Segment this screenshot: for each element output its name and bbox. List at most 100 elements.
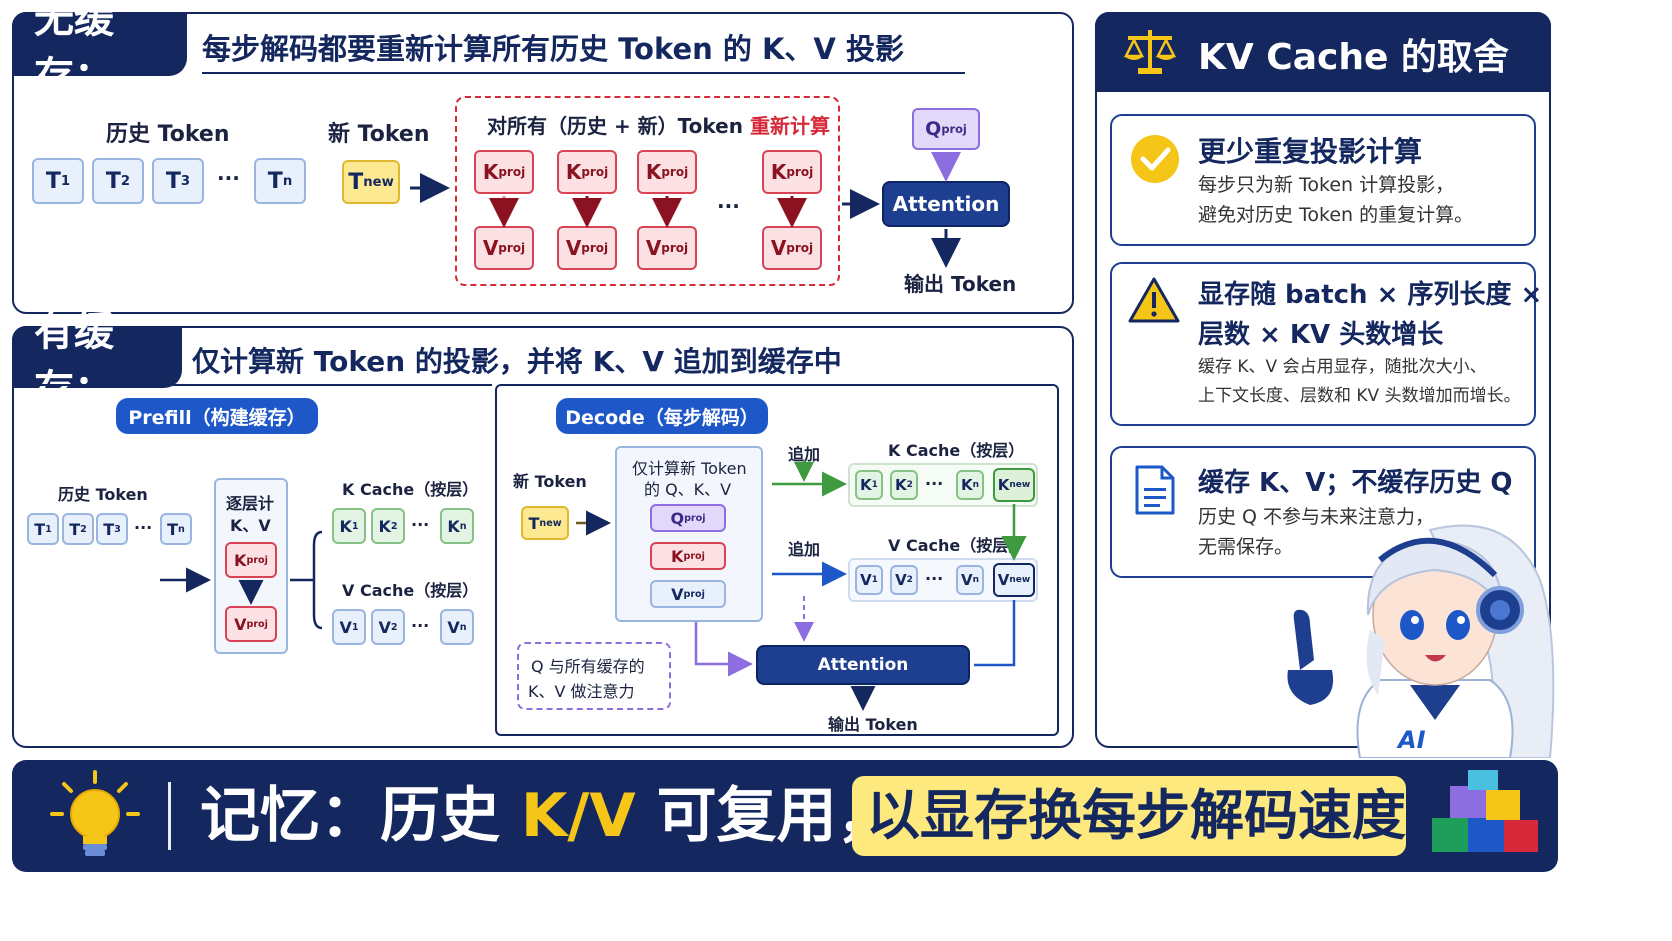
q-note-2: K、V 做注意力 <box>528 682 635 701</box>
card3-desc2: 无需保存。 <box>1198 536 1294 558</box>
document-icon <box>1134 464 1176 516</box>
with-cache-tag: 有缓存： <box>12 309 182 413</box>
check-icon <box>1130 134 1180 184</box>
prefill-panel <box>14 384 492 736</box>
heading-underline <box>202 72 965 74</box>
append-label-1: 追加 <box>788 445 821 464</box>
new-token-label: 新 Token <box>328 122 430 147</box>
recompute-label: 对所有（历史 + 新）Token 重新计算 <box>487 114 830 138</box>
prefill-vcache-label: V Cache（按层） <box>342 581 479 600</box>
proj-ellipsis: ··· <box>717 194 740 218</box>
per-layer-label2: K、V <box>230 516 271 535</box>
banner-kv: K/V <box>520 781 636 851</box>
scale-icon <box>1122 26 1178 78</box>
prefill-pill: Prefill（构建缓存） <box>116 398 318 434</box>
append-label-2: 追加 <box>788 540 821 559</box>
warning-icon <box>1128 276 1180 324</box>
decode-new-label: 新 Token <box>513 472 587 491</box>
decode-pill: Decode（每步解码） <box>556 398 768 434</box>
svg-text:AI: AI <box>1396 726 1426 754</box>
q-note-box <box>517 642 671 710</box>
card1-title: 更少重复投影计算 <box>1198 135 1423 168</box>
prefill-history-label: 历史 Token <box>58 485 148 504</box>
output-token-top: 输出 Token <box>904 272 1017 296</box>
decode-panel <box>495 384 1059 736</box>
prefill-ellipsis: ··· <box>134 518 153 537</box>
card3-title: 缓存 K、V；不缓存历史 Q <box>1198 468 1513 498</box>
no-cache-tag: 无缓存： <box>12 0 187 100</box>
mascot-illustration: AI <box>1260 520 1560 758</box>
card1-desc1: 每步只为新 Token 计算投影， <box>1198 174 1455 196</box>
card2-title2: 层数 × KV 头数增长 <box>1198 320 1444 350</box>
lightbulb-icon <box>50 768 140 864</box>
with-cache-heading: 仅计算新 Token 的投影，并将 K、V 追加到缓存中 <box>192 345 842 378</box>
banner-text: 记忆：历史 K/V 可复用， <box>200 779 897 853</box>
decode-only-new: 仅计算新 Token <box>632 459 747 478</box>
no-cache-heading: 每步解码都要重新计算所有历史 Token 的 K、V 投影 <box>202 32 904 66</box>
decode-only-new2: 的 Q、K、V <box>644 480 732 499</box>
banner-prefix: 记忆： <box>200 781 380 851</box>
history-token-label: 历史 Token <box>106 122 230 147</box>
recompute-box <box>455 96 840 286</box>
decode-v-ellipsis: ··· <box>925 569 944 588</box>
q-note-1: Q 与所有缓存的 <box>531 657 645 676</box>
card-fewer-compute <box>1110 114 1536 246</box>
per-layer-label: 逐层计 <box>226 494 275 513</box>
card-memory-growth <box>1110 262 1536 426</box>
card2-desc1: 缓存 K、V 会占用显存，随批次大小、 <box>1198 357 1487 377</box>
card2-desc2: 上下文长度、层数和 KV 头数增加而增长。 <box>1198 386 1521 406</box>
attention-top: Attention <box>882 181 1010 227</box>
prefill-v-ellipsis: ··· <box>411 616 430 635</box>
decode-kcache-label: K Cache（按层） <box>888 441 1025 460</box>
attention-decode: Attention <box>756 645 970 685</box>
card1-desc2: 避免对历史 Token 的重复计算。 <box>1198 204 1474 226</box>
blocks-icon <box>1418 768 1542 864</box>
card3-desc1: 历史 Q 不参与未来注意力， <box>1198 506 1435 528</box>
banner-divider <box>168 782 171 850</box>
card2-title: 显存随 batch × 序列长度 × <box>1198 280 1543 310</box>
banner-mid1: 历史 <box>380 781 521 851</box>
banner-highlight: 以显存换每步解码速度 <box>866 784 1406 847</box>
recompute-highlight: 重新计算 <box>749 114 830 138</box>
decode-k-ellipsis: ··· <box>925 474 944 493</box>
prefill-k-ellipsis: ··· <box>411 515 430 534</box>
banner-highlight-box <box>852 776 1406 856</box>
output-token-decode: 输出 Token <box>828 715 918 734</box>
decode-vcache-label: V Cache（按层） <box>888 536 1025 555</box>
